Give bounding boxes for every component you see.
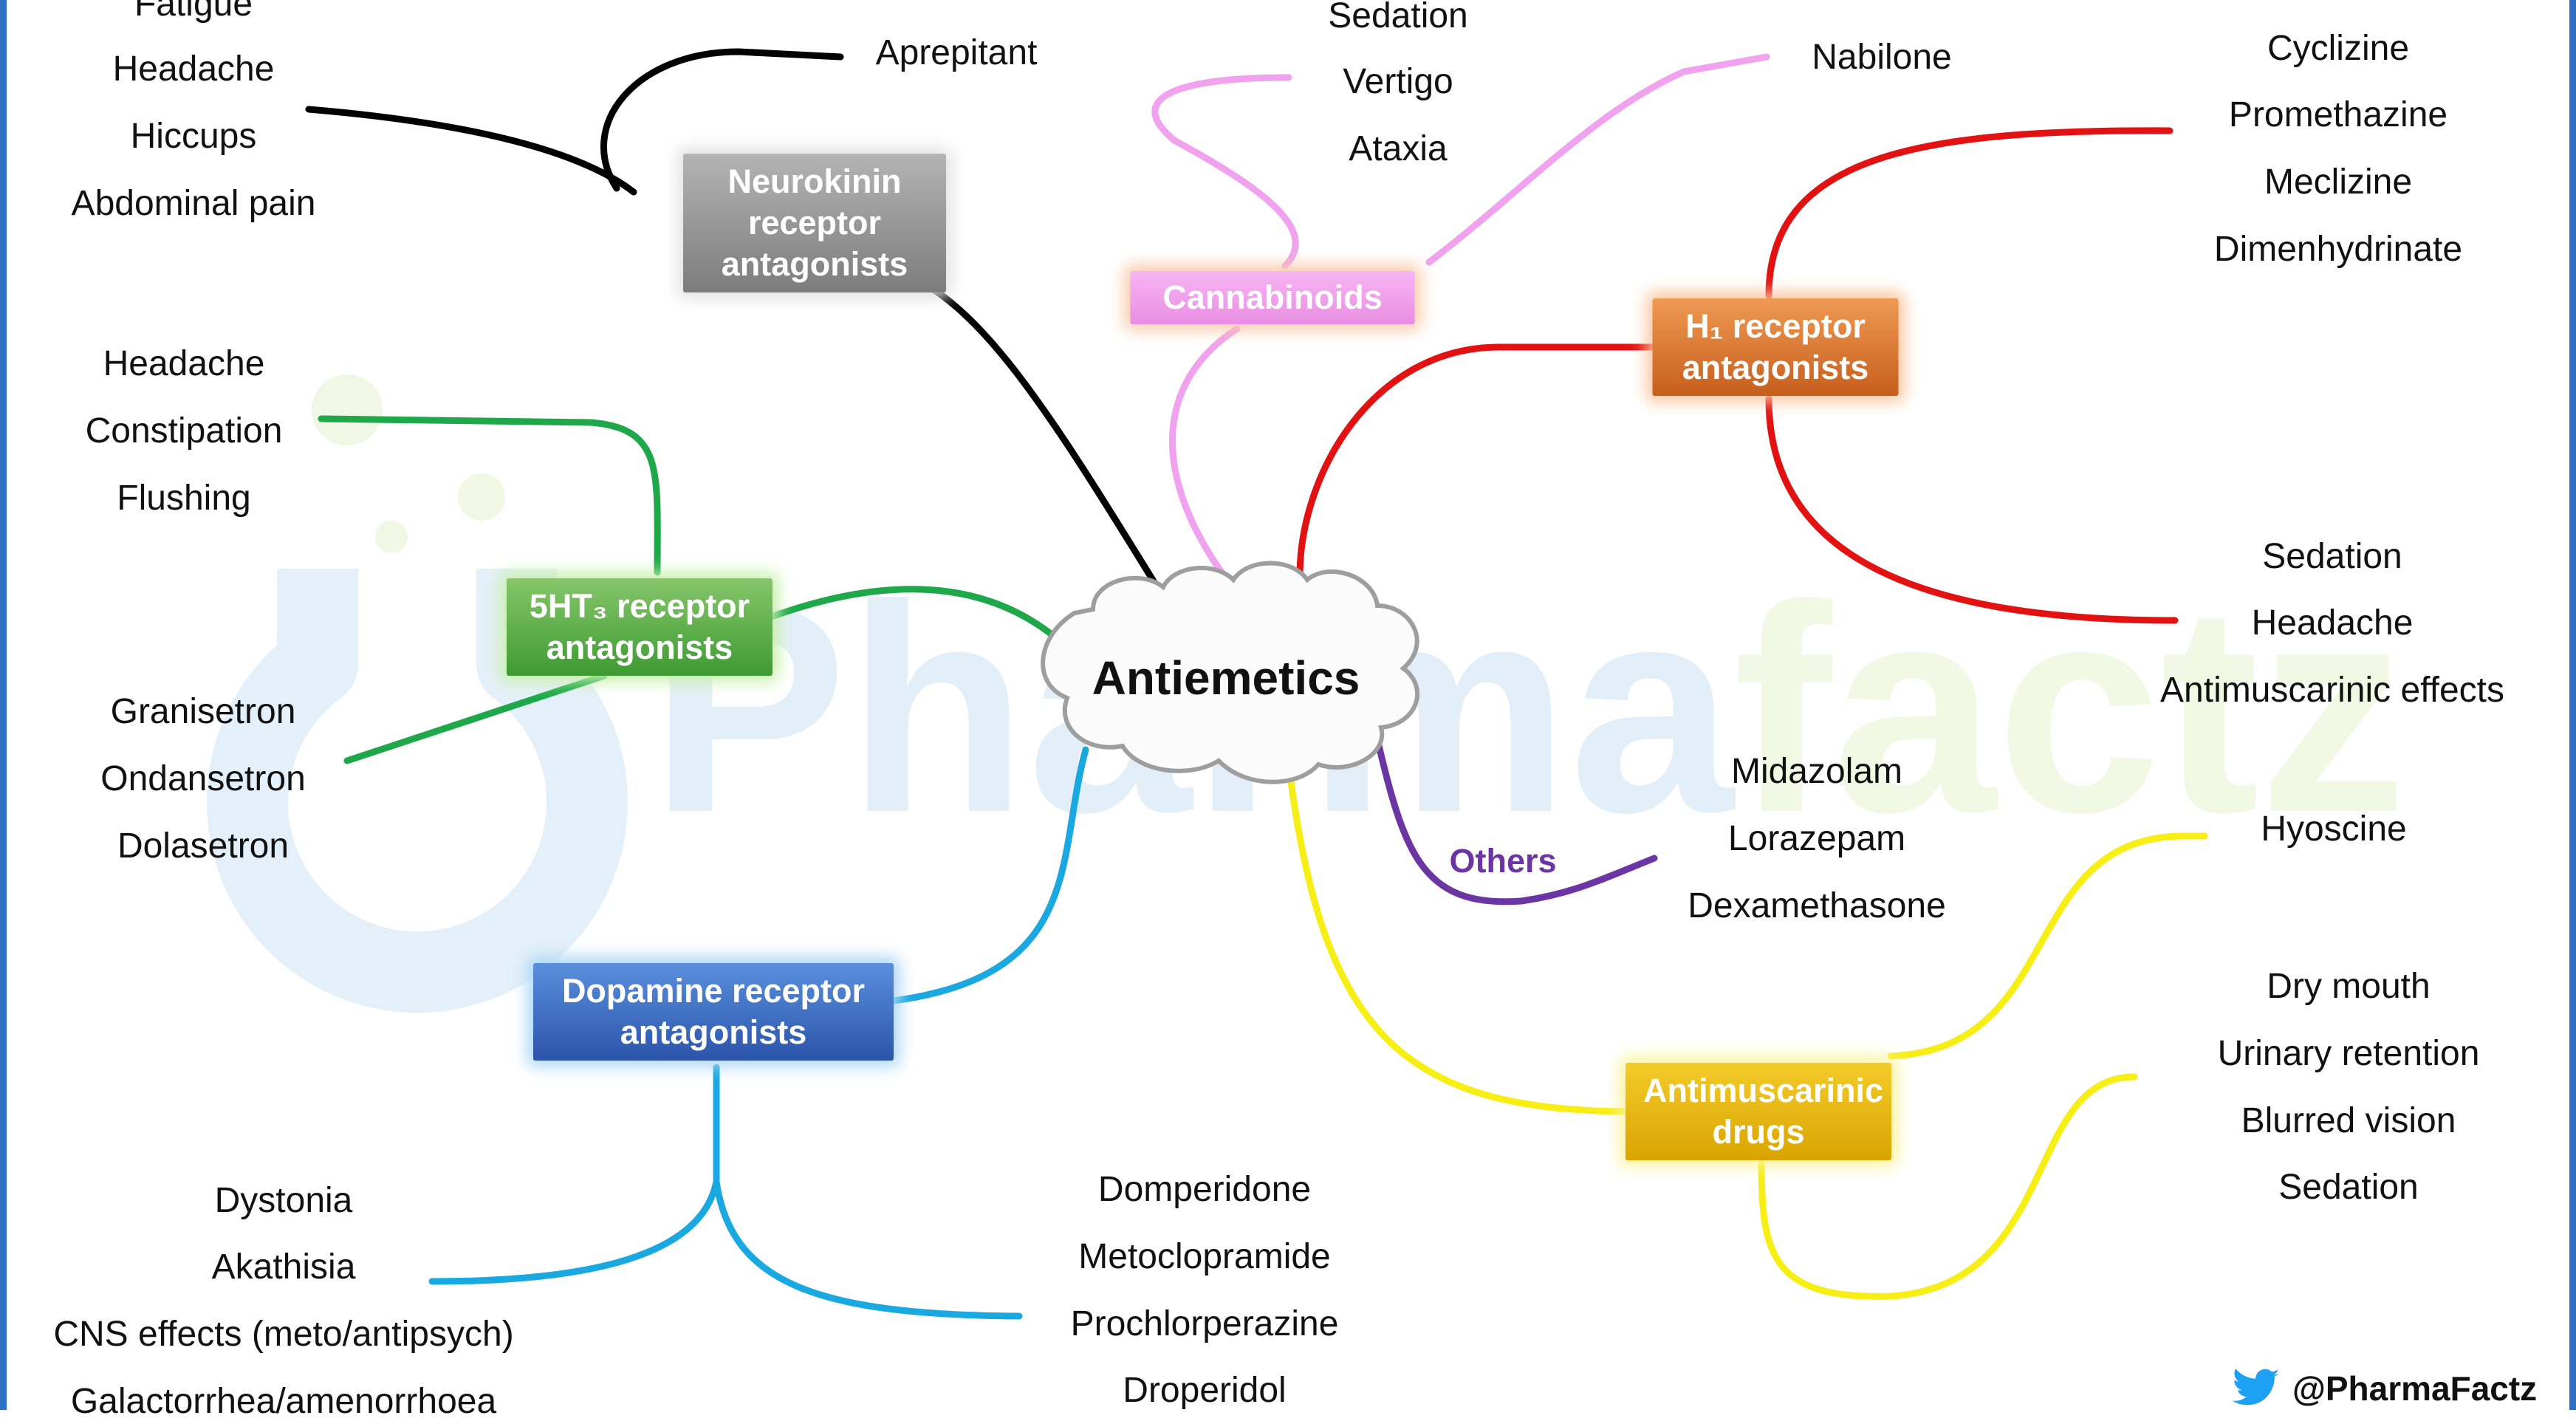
neurokinin-drug: Aprepitant bbox=[875, 33, 1038, 72]
h1-drug: Dimenhydrinate bbox=[2213, 230, 2463, 269]
cannabinoids-category-box: Cannabinoids bbox=[1130, 271, 1415, 324]
neurokinin-label-line-1: Neurokinin receptor bbox=[727, 162, 902, 242]
central-topic-title: Antiemetics bbox=[1092, 651, 1360, 705]
h1-to-drugs-line bbox=[1765, 127, 2174, 299]
serotonin-effect: Flushing bbox=[117, 479, 251, 518]
serotonin-drug: Dolasetron bbox=[117, 826, 290, 866]
antimuscarinic-effect: Dry mouth bbox=[2267, 967, 2431, 1006]
h1-label-line-1: H₁ receptor bbox=[1685, 307, 1866, 345]
h1-branch-line bbox=[1296, 343, 1662, 580]
dopamine-label-line-1: Dopamine receptor bbox=[561, 972, 866, 1010]
dopamine-drug: Domperidone bbox=[1097, 1170, 1312, 1209]
cannabinoids-branch-line bbox=[1169, 325, 1241, 587]
right-window-border bbox=[2569, 0, 2576, 1410]
dopamine-branch-line bbox=[890, 746, 1089, 1004]
others-category-label: Others bbox=[1449, 842, 1557, 880]
cannabinoid-drug: Nabilone bbox=[1812, 38, 1952, 77]
antimuscarinic-label-line-2: drugs bbox=[1712, 1113, 1805, 1151]
serotonin-drug: Ondansetron bbox=[100, 759, 306, 798]
others-drug: Midazolam bbox=[1730, 752, 1903, 791]
antimuscarinic-to-hyoscine-line bbox=[1887, 832, 2208, 1060]
left-window-border bbox=[0, 0, 7, 1410]
cannabinoid-effect: Sedation bbox=[1328, 0, 1468, 35]
h1-label-line-2: antagonists bbox=[1682, 349, 1869, 386]
serotonin-label-line-1: 5HT₃ receptor bbox=[529, 587, 750, 625]
dopamine-to-effects-line bbox=[428, 1178, 720, 1285]
dopamine-drug: Droperidol bbox=[1123, 1371, 1287, 1410]
serotonin-drug: Granisetron bbox=[110, 692, 296, 731]
h1-drug: Promethazine bbox=[2228, 95, 2448, 134]
cannabinoid-effect: Vertigo bbox=[1343, 62, 1453, 101]
neurokinin-effect: Fatigue bbox=[134, 0, 253, 24]
antimuscarinic-category-box: Antimuscarinic drugs bbox=[1626, 1063, 1891, 1160]
antimuscarinic-branch-line bbox=[1285, 761, 1628, 1115]
dopamine-effect: CNS effects (meto/antipsych) bbox=[53, 1315, 514, 1354]
antimuscarinic-label-line-1: Antimuscarinic bbox=[1643, 1072, 1884, 1109]
antimuscarinic-drug: Hyoscine bbox=[2261, 809, 2407, 849]
neurokinin-category-box: Neurokinin receptor antagonists bbox=[683, 154, 946, 292]
neurokinin-effect: Headache bbox=[112, 49, 275, 89]
serotonin-label-line-2: antagonists bbox=[546, 629, 733, 666]
twitter-bird-icon bbox=[2232, 1369, 2280, 1405]
neurokinin-to-aprepitant-line bbox=[600, 48, 844, 192]
neurokinin-effect: Abdominal pain bbox=[71, 184, 316, 223]
serotonin-to-drugs-line bbox=[343, 672, 608, 764]
antimuscarinic-effect: Sedation bbox=[2278, 1168, 2419, 1207]
h1-to-effects-line bbox=[1765, 395, 2179, 624]
h1-drug: Meclizine bbox=[2264, 162, 2413, 202]
h1-effect: Sedation bbox=[2262, 537, 2402, 576]
neurokinin-effect: Hiccups bbox=[130, 117, 257, 156]
serotonin-branch-line bbox=[768, 586, 1063, 645]
dopamine-drug: Prochlorperazine bbox=[1070, 1304, 1339, 1343]
cannabinoid-effect: Ataxia bbox=[1349, 129, 1448, 168]
others-drug: Dexamethasone bbox=[1688, 886, 1946, 925]
others-branch-line bbox=[1370, 720, 1658, 905]
watermark-part-two: factz bbox=[1733, 544, 2407, 874]
dopamine-to-drugs-line bbox=[713, 1178, 1023, 1320]
twitter-credit[interactable]: @PharmaFactz bbox=[2232, 1366, 2537, 1411]
dopamine-category-box: Dopamine receptor antagonists bbox=[533, 963, 894, 1061]
antimuscarinic-effect: Urinary retention bbox=[2217, 1034, 2480, 1073]
twitter-handle: @PharmaFactz bbox=[2292, 1369, 2538, 1408]
antimuscarinic-effect: Blurred vision bbox=[2241, 1101, 2456, 1140]
dopamine-drug: Metoclopramide bbox=[1078, 1237, 1331, 1276]
cannabinoids-label: Cannabinoids bbox=[1162, 278, 1383, 316]
h1-category-box: H₁ receptor antagonists bbox=[1652, 298, 1899, 396]
cannabinoids-to-effects-line bbox=[1151, 74, 1299, 270]
neurokinin-label-line-2: antagonists bbox=[721, 245, 908, 283]
dopamine-effect: Akathisia bbox=[211, 1247, 356, 1287]
dopamine-effect: Galactorrhea/amenorrhoea bbox=[70, 1382, 497, 1421]
antiemetics-cloud bbox=[1041, 561, 1420, 784]
others-drug: Lorazepam bbox=[1727, 819, 1906, 858]
dopamine-effect: Dystonia bbox=[214, 1181, 353, 1220]
serotonin-category-box: 5HT₃ receptor antagonists bbox=[507, 578, 773, 676]
h1-effect: Headache bbox=[2251, 603, 2414, 643]
serotonin-effect: Constipation bbox=[85, 411, 283, 451]
cannabinoids-to-nabilone-line bbox=[1425, 53, 1770, 266]
watermark-flask-logo bbox=[207, 374, 628, 1013]
neurokinin-branch-line bbox=[875, 264, 1163, 595]
antimuscarinic-to-effects-line bbox=[1758, 1073, 2138, 1300]
serotonin-to-effects-line bbox=[318, 415, 661, 576]
serotonin-effect: Headache bbox=[103, 344, 265, 383]
neurokinin-to-effects-line bbox=[305, 106, 637, 196]
dopamine-label-line-2: antagonists bbox=[620, 1013, 807, 1051]
h1-drug: Cyclizine bbox=[2267, 29, 2410, 68]
h1-effect: Antimuscarinic effects bbox=[2160, 671, 2504, 710]
